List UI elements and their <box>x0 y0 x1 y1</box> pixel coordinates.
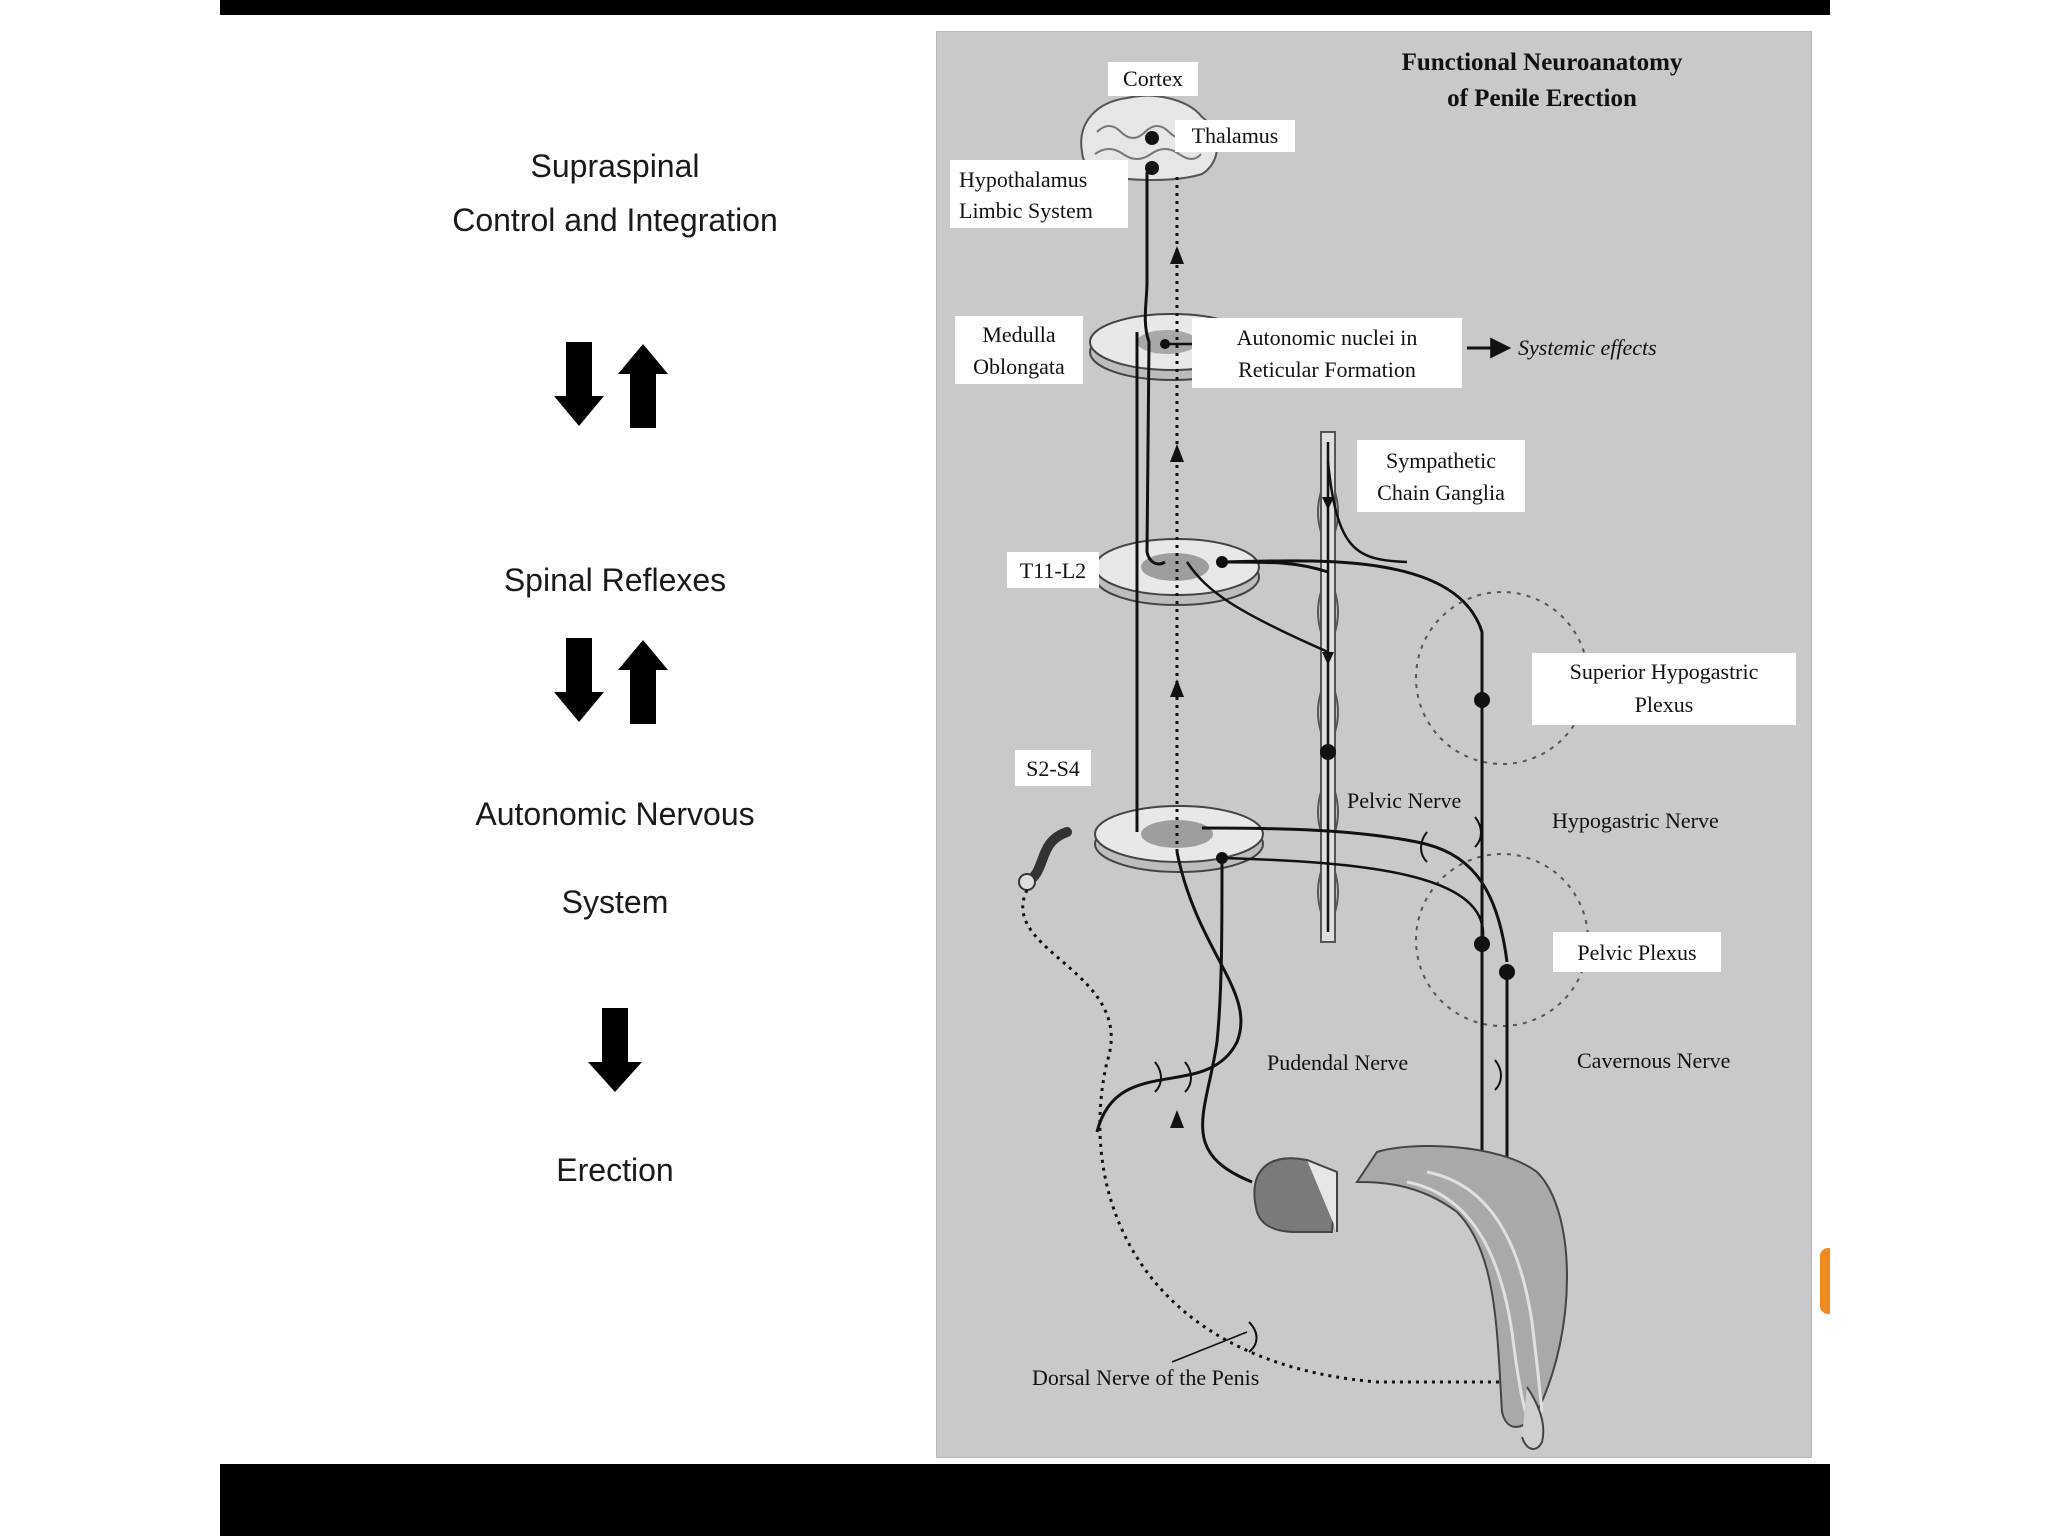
top-black-bar <box>220 0 1830 15</box>
pudendal-efferent <box>1201 857 1253 1184</box>
label-hypothalamus: Hypothalamus Limbic System <box>950 160 1128 228</box>
hypothalamus-node <box>1145 161 1159 175</box>
autonomic-nervous-label: Autonomic Nervous <box>475 796 755 832</box>
superior-hypogastric-node <box>1474 692 1490 708</box>
cavernous-tick <box>1494 1059 1502 1091</box>
diagram-title-line1: Functional Neuroanatomy <box>1402 49 1683 76</box>
thalamus-node <box>1145 131 1159 145</box>
svg-text:Autonomic nuclei in: Autonomic nuclei in <box>1237 325 1418 350</box>
neuroanatomy-diagram-panel: Functional Neuroanatomy of Penile Erecti… <box>936 31 1812 1458</box>
label-pudendal-nerve: Pudendal Nerve <box>1267 1050 1408 1075</box>
ascending-arrow-icon <box>1170 1110 1184 1128</box>
t11-l2-to-hypogastric <box>1221 559 1484 702</box>
arrow-down-icon <box>554 342 604 426</box>
svg-text:Thalamus: Thalamus <box>1192 123 1279 148</box>
label-pelvic-plexus: Pelvic Plexus <box>1553 932 1721 972</box>
dorsal-root <box>1022 827 1072 887</box>
arrow-up-icon <box>618 640 668 724</box>
pelvic-nerve-path <box>1201 826 1509 963</box>
dorsal-root-ganglion <box>1018 873 1036 891</box>
pelvic-tick <box>1420 831 1428 863</box>
bottom-black-bar <box>220 1464 1830 1536</box>
erection-label: Erection <box>556 1152 674 1188</box>
label-thalamus: Thalamus <box>1175 120 1295 152</box>
ascending-arrow-icon <box>1170 444 1184 462</box>
label-hypogastric-nerve: Hypogastric Nerve <box>1552 808 1719 833</box>
svg-text:Reticular Formation: Reticular Formation <box>1238 357 1416 382</box>
single-down-arrow <box>588 1008 642 1092</box>
svg-text:Hypothalamus: Hypothalamus <box>959 167 1087 192</box>
svg-text:Pelvic Plexus: Pelvic Plexus <box>1577 940 1696 965</box>
svg-text:Oblongata: Oblongata <box>973 354 1065 379</box>
descending-pathway <box>1143 172 1166 566</box>
hypogastric-tick <box>1474 816 1482 848</box>
supraspinal-label: Supraspinal <box>530 148 700 184</box>
t11-l2-lower-connector <box>1185 561 1329 654</box>
svg-text:Plexus: Plexus <box>1635 692 1694 717</box>
arrow-down-icon <box>554 638 604 722</box>
spinal-reflexes-label: Spinal Reflexes <box>503 562 727 598</box>
side-tab[interactable] <box>1820 1248 1830 1314</box>
label-cavernous-nerve: Cavernous Nerve <box>1577 1048 1730 1073</box>
bidirectional-arrows-1 <box>554 342 668 428</box>
svg-text:S2-S4: S2-S4 <box>1026 756 1080 781</box>
label-superior-hypogastric: Superior Hypogastric Plexus <box>1532 653 1796 725</box>
label-s2-s4: S2-S4 <box>1015 750 1091 786</box>
dorsal-nerve-leader <box>1171 1331 1248 1363</box>
label-systemic-effects: Systemic effects <box>1518 335 1657 360</box>
svg-text:Sympathetic: Sympathetic <box>1386 448 1496 473</box>
label-cortex: Cortex <box>1108 62 1198 96</box>
svg-text:T11-L2: T11-L2 <box>1020 558 1086 583</box>
pudendal-nerve-path <box>1095 851 1243 1133</box>
chain-connector <box>1326 461 1408 564</box>
s2-s4-to-pelvic-plexus <box>1221 856 1485 945</box>
label-t11-l2: T11-L2 <box>1007 552 1099 588</box>
pudendal-tick <box>1154 1061 1192 1093</box>
dorsal-nerve-path <box>1021 889 1527 1384</box>
arrow-up-icon <box>618 344 668 428</box>
label-autonomic-nuclei: Autonomic nuclei in Reticular Formation <box>1192 318 1462 388</box>
svg-text:Limbic System: Limbic System <box>959 198 1093 223</box>
svg-text:Chain Ganglia: Chain Ganglia <box>1377 480 1505 505</box>
label-pelvic-nerve: Pelvic Nerve <box>1347 788 1461 813</box>
arrow-down-icon <box>588 1008 642 1092</box>
ascending-arrow-icon <box>1170 679 1184 697</box>
ascending-arrow-icon <box>1170 246 1184 264</box>
svg-text:Medulla: Medulla <box>982 322 1056 347</box>
dorsal-tick <box>1248 1321 1258 1353</box>
system-label: System <box>561 884 669 920</box>
label-dorsal-nerve: Dorsal Nerve of the Penis <box>1032 1365 1259 1390</box>
label-sympathetic-chain: Sympathetic Chain Ganglia <box>1357 440 1525 512</box>
sympathetic-chain <box>1317 431 1339 943</box>
bidirectional-arrows-2 <box>554 638 668 724</box>
control-integration-label: Control and Integration <box>452 202 778 238</box>
neuroanatomy-diagram: Functional Neuroanatomy of Penile Erecti… <box>950 49 1796 1450</box>
diagram-title-line2: of Penile Erection <box>1447 85 1637 112</box>
svg-text:Cortex: Cortex <box>1123 66 1183 91</box>
label-medulla-oblongata: Medulla Oblongata <box>955 316 1083 384</box>
svg-text:Superior Hypogastric: Superior Hypogastric <box>1570 659 1759 684</box>
penis-illustration <box>1253 1145 1568 1450</box>
